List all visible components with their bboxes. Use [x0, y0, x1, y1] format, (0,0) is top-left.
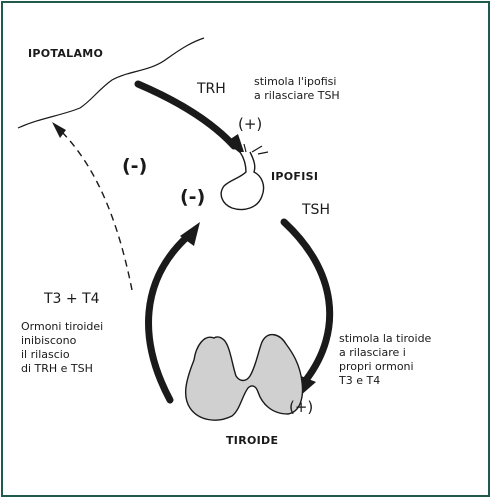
trh-label: TRH	[197, 81, 226, 97]
plus-sign-bottom: (+)	[289, 398, 313, 416]
t3-t4-label: T3 + T4	[44, 291, 100, 307]
tsh-description-line: T3 e T4	[339, 374, 431, 388]
tsh-description-line: propri ormoni	[339, 360, 431, 374]
feedback-dashed-arrowhead	[52, 122, 66, 138]
feedback-description-line: Ormoni tiroidei	[21, 320, 103, 334]
tsh-description-line: a rilasciare i	[339, 346, 431, 360]
feedback-description: Ormoni tiroidei inibiscono il rilascio d…	[21, 320, 103, 376]
pituitary-label: IPOFISI	[271, 170, 318, 183]
feedback-description-line: il rilascio	[21, 348, 103, 362]
thyroid-label: TIROIDE	[226, 434, 278, 447]
thyroid-gland	[186, 335, 303, 421]
feedback-description-line: di TRH e TSH	[21, 362, 103, 376]
tsh-label: TSH	[302, 202, 330, 218]
trh-description: stimola l'ipofisi a rilasciare TSH	[254, 75, 340, 103]
t3-t4-arrow	[149, 236, 188, 400]
feedback-description-line: inibiscono	[21, 334, 103, 348]
tsh-description-line: stimola la tiroide	[339, 332, 431, 346]
tsh-description: stimola la tiroide a rilasciare i propri…	[339, 332, 431, 388]
plus-sign-top: (+)	[238, 115, 262, 133]
minus-sign-pituitary: (-)	[180, 186, 205, 208]
trh-description-line: stimola l'ipofisi	[254, 75, 340, 89]
minus-sign-left: (-)	[122, 155, 147, 177]
trh-description-line: a rilasciare TSH	[254, 89, 340, 103]
feedback-dashed-arrow	[60, 130, 132, 290]
hypothalamus-label: IPOTALAMO	[28, 47, 103, 60]
pituitary-gland	[221, 152, 263, 210]
